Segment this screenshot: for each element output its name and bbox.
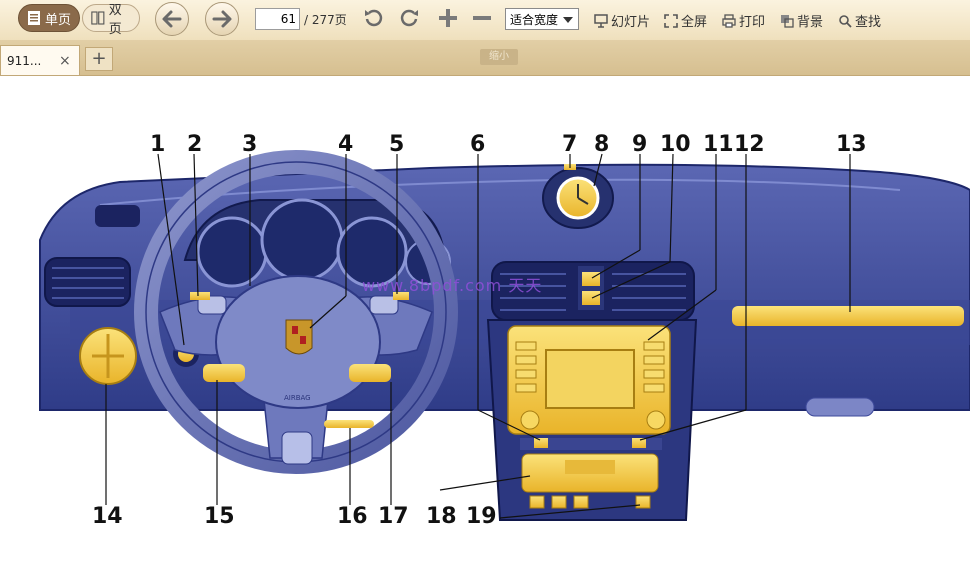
- toolbar: 单页 双页 / 277页 适合宽度: [0, 0, 970, 41]
- page-total: / 277页: [304, 11, 347, 28]
- zoom-select[interactable]: 适合宽度: [505, 8, 579, 30]
- arrow-right-icon: [211, 8, 233, 30]
- zoom-out-icon[interactable]: [471, 7, 493, 29]
- double-page-icon: [91, 10, 105, 26]
- callout-15: 15: [204, 504, 235, 529]
- background-button[interactable]: 背景: [780, 11, 823, 30]
- zoom-in-icon[interactable]: [437, 7, 459, 29]
- single-page-icon: [27, 10, 41, 26]
- callout-14: 14: [92, 504, 123, 529]
- callout-16: 16: [337, 504, 368, 529]
- callout-6: 6: [470, 132, 485, 157]
- add-tab-button[interactable]: +: [85, 47, 113, 71]
- callout-9: 9: [632, 132, 647, 157]
- document-tab-label: 911...: [7, 54, 41, 68]
- document-tab[interactable]: 911... ×: [0, 45, 80, 75]
- callout-13: 13: [836, 132, 867, 157]
- back-button[interactable]: [155, 2, 189, 36]
- document-page: AIRBAG: [0, 76, 970, 566]
- slideshow-button[interactable]: 幻灯片: [594, 11, 650, 30]
- callout-2: 2: [187, 132, 202, 157]
- fullscreen-button[interactable]: 全屏: [664, 11, 707, 30]
- callout-19: 19: [466, 504, 497, 529]
- find-button[interactable]: 查找: [838, 11, 881, 30]
- print-button[interactable]: 打印: [722, 11, 765, 30]
- callout-10: 10: [660, 132, 691, 157]
- find-label: 查找: [855, 11, 881, 30]
- background-icon: [780, 14, 794, 28]
- single-page-label: 单页: [45, 9, 71, 28]
- zoom-value: 适合宽度: [510, 11, 558, 28]
- slideshow-label: 幻灯片: [611, 11, 650, 30]
- search-icon: [838, 14, 852, 28]
- callout-4: 4: [338, 132, 353, 157]
- watermark-text: www.8bpdf.com 天天: [362, 272, 542, 296]
- forward-button[interactable]: [205, 2, 239, 36]
- callout-3: 3: [242, 132, 257, 157]
- rotate-left-icon[interactable]: [363, 7, 385, 29]
- airbag-label: AIRBAG: [284, 394, 311, 402]
- double-page-button[interactable]: 双页: [82, 4, 140, 32]
- callout-17: 17: [378, 504, 409, 529]
- arrow-left-icon: [161, 8, 183, 30]
- callout-8: 8: [594, 132, 609, 157]
- fullscreen-icon: [664, 14, 678, 28]
- page-number-input[interactable]: [255, 8, 300, 30]
- background-label: 背景: [797, 11, 823, 30]
- single-page-button[interactable]: 单页: [18, 4, 80, 32]
- slideshow-icon: [594, 14, 608, 28]
- print-label: 打印: [739, 11, 765, 30]
- callout-12: 12: [734, 132, 765, 157]
- printer-icon: [722, 14, 736, 28]
- rotate-right-icon[interactable]: [398, 7, 420, 29]
- fullscreen-label: 全屏: [681, 11, 707, 30]
- callout-11: 11: [703, 132, 734, 157]
- double-page-label: 双页: [109, 0, 131, 37]
- zoom-hint-badge: 缩小: [480, 49, 518, 65]
- callout-18: 18: [426, 504, 457, 529]
- close-icon[interactable]: ×: [59, 53, 71, 69]
- chevron-down-icon: [563, 17, 573, 23]
- callout-1: 1: [150, 132, 165, 157]
- callout-5: 5: [389, 132, 404, 157]
- tab-bar: 911... × + 缩小: [0, 40, 970, 76]
- callout-7: 7: [562, 132, 577, 157]
